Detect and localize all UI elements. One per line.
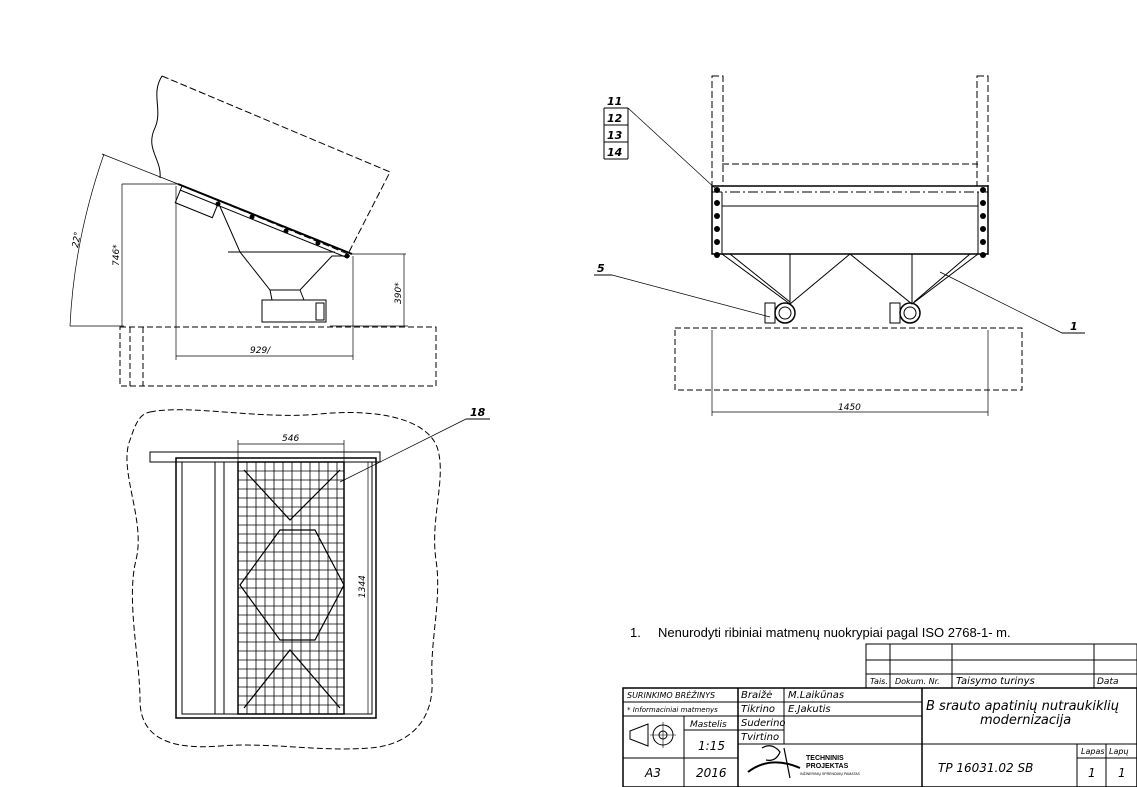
sheet-label: Lapas bbox=[1081, 747, 1105, 756]
scale-value: 1:15 bbox=[698, 739, 725, 753]
year-value: 2016 bbox=[696, 766, 727, 780]
plan-view bbox=[126, 409, 490, 750]
revision-table-labels: Tais. Dokum. Nr. Taisymo turinys Data bbox=[870, 676, 1119, 687]
sheet-value: 1 bbox=[1088, 766, 1096, 780]
role-tvirtino: Tvirtino bbox=[741, 732, 779, 743]
name-braize: M.Laikūnas bbox=[788, 690, 844, 701]
rev-col-content: Taisymo turinys bbox=[956, 676, 1035, 687]
front-width-dimension: 1450 bbox=[838, 403, 861, 413]
title-line-1: B srauto apatinių nutraukiklių bbox=[926, 699, 1119, 714]
role-tikrino: Tikrino bbox=[741, 704, 775, 715]
format-value: A3 bbox=[644, 766, 661, 780]
height-dimension: 746* bbox=[112, 244, 122, 266]
rev-col-data: Data bbox=[1097, 677, 1119, 687]
callout-11: 11 bbox=[607, 95, 622, 108]
title-block-labels: SURINKIMO BRĖŽINYS * Informaciniai matme… bbox=[627, 689, 1129, 780]
company-logo bbox=[747, 745, 801, 779]
angle-dimension: 22° bbox=[71, 231, 84, 248]
width-dimension: 929/ bbox=[250, 346, 271, 356]
name-tikrino: E.Jakutis bbox=[788, 704, 831, 715]
doc-number: TP 16031.02 SB bbox=[938, 761, 1033, 775]
note-text: Nenurodyti ribiniai matmenų nuokrypiai p… bbox=[658, 625, 1011, 640]
callout-12: 12 bbox=[607, 112, 623, 125]
general-note: 1. Nenurodyti ribiniai matmenų nuokrypiai… bbox=[630, 625, 1011, 640]
company-tagline: INŽINERINIŲ SPRENDIMŲ PAMATAS bbox=[800, 771, 861, 776]
company-line-2: PROJEKTAS bbox=[806, 763, 849, 770]
role-braize: Braižė bbox=[741, 689, 772, 701]
callout-1: 1 bbox=[1070, 320, 1078, 333]
grating-grid bbox=[238, 462, 344, 714]
title-line-2: modernizacija bbox=[980, 713, 1071, 728]
callout-18: 18 bbox=[470, 406, 486, 419]
callout-14: 14 bbox=[607, 146, 622, 159]
rev-col-dokum: Dokum. Nr. bbox=[895, 677, 940, 686]
sheets-label: Lapų bbox=[1109, 747, 1129, 756]
role-suderino: Suderino bbox=[741, 718, 786, 729]
callout-13: 13 bbox=[607, 129, 623, 142]
dimension-labels: 22° 746* 390* 929/ 1450 546 1344 bbox=[71, 231, 861, 598]
side-view bbox=[69, 75, 437, 387]
sheets-value: 1 bbox=[1118, 766, 1126, 780]
lower-height-dimension: 390* bbox=[394, 282, 404, 304]
rev-col-tais: Tais. bbox=[870, 677, 888, 686]
callouts: 11 12 13 14 5 1 18 bbox=[470, 95, 1078, 419]
callout-5: 5 bbox=[597, 262, 605, 275]
scale-label: Mastelis bbox=[690, 720, 727, 730]
plan-width-dimension: 546 bbox=[282, 434, 299, 444]
title-block bbox=[622, 643, 1137, 787]
note-number: 1. bbox=[630, 625, 641, 640]
front-view bbox=[594, 75, 1085, 416]
company-line-1: TECHNINIS bbox=[806, 755, 844, 762]
doc-type: SURINKIMO BRĖŽINYS bbox=[627, 689, 715, 700]
doc-subtype: * Informaciniai matmenys bbox=[627, 706, 718, 714]
plan-length-dimension: 1344 bbox=[358, 575, 368, 598]
